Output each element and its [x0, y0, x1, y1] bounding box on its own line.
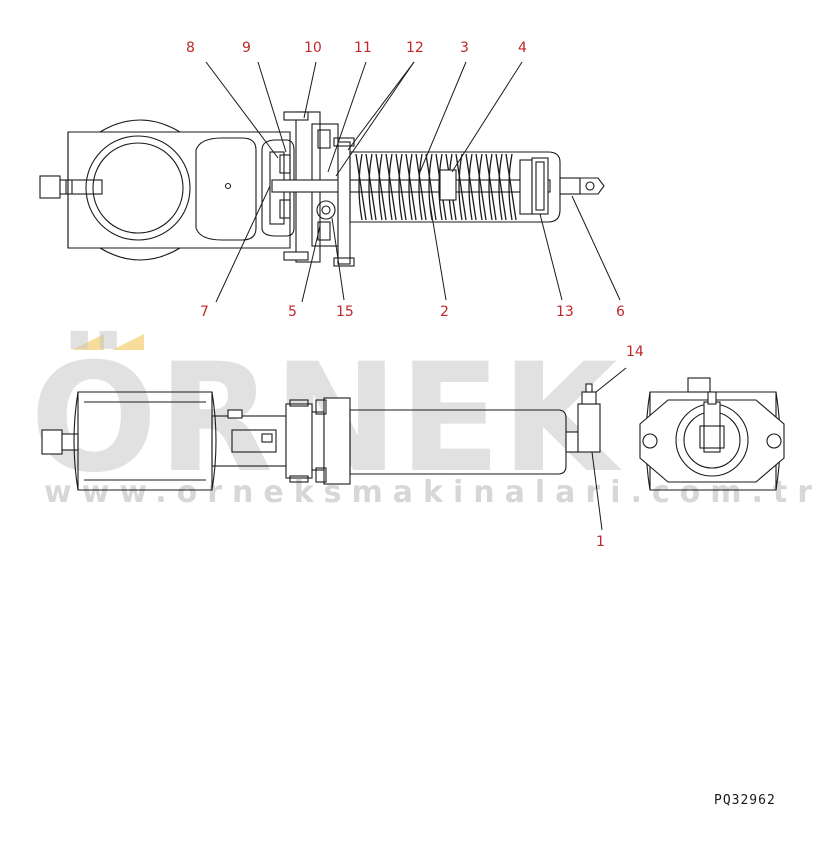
- callout-5: 5: [288, 304, 297, 320]
- callout-7: 7: [200, 304, 209, 320]
- leader-14: [595, 367, 627, 393]
- top-section-view: [39, 111, 605, 267]
- leader-6: [571, 195, 621, 301]
- leader-8: [205, 61, 279, 159]
- callout-14: 14: [626, 344, 644, 360]
- callout-6: 6: [616, 304, 625, 320]
- watermark-accent-left: [72, 334, 104, 350]
- leader-2: [429, 203, 447, 301]
- callout-10: 10: [304, 40, 322, 56]
- leader-7: [215, 185, 271, 303]
- callout-9: 9: [242, 40, 251, 56]
- callouts: 8 9 10 11 12 3 4 7 5 15 2 13 6 14 1: [186, 40, 644, 550]
- leader-5: [301, 225, 321, 303]
- leader-10: [303, 61, 317, 119]
- callout-8: 8: [186, 40, 195, 56]
- callout-15: 15: [336, 304, 354, 320]
- leader-15: [331, 217, 345, 301]
- leader-11: [327, 61, 367, 173]
- callout-13: 13: [556, 304, 574, 320]
- leader-3: [419, 61, 467, 173]
- callout-12: 12: [406, 40, 424, 56]
- drawing-code: PQ32962: [714, 793, 776, 808]
- callout-2: 2: [440, 304, 449, 320]
- callout-3: 3: [460, 40, 469, 56]
- callout-11: 11: [354, 40, 372, 56]
- callout-4: 4: [518, 40, 527, 56]
- end-side-view: [639, 377, 785, 491]
- leader-4: [451, 61, 523, 173]
- leader-13: [539, 213, 563, 301]
- bottom-exterior-view: [41, 383, 601, 491]
- leader-1: [591, 451, 603, 531]
- leader-9: [257, 61, 287, 153]
- leader-12b: [347, 61, 415, 151]
- watermark-accent-right: [112, 334, 144, 350]
- leader-lines: [205, 61, 627, 531]
- leader-12a: [335, 61, 415, 177]
- callout-1: 1: [596, 534, 605, 550]
